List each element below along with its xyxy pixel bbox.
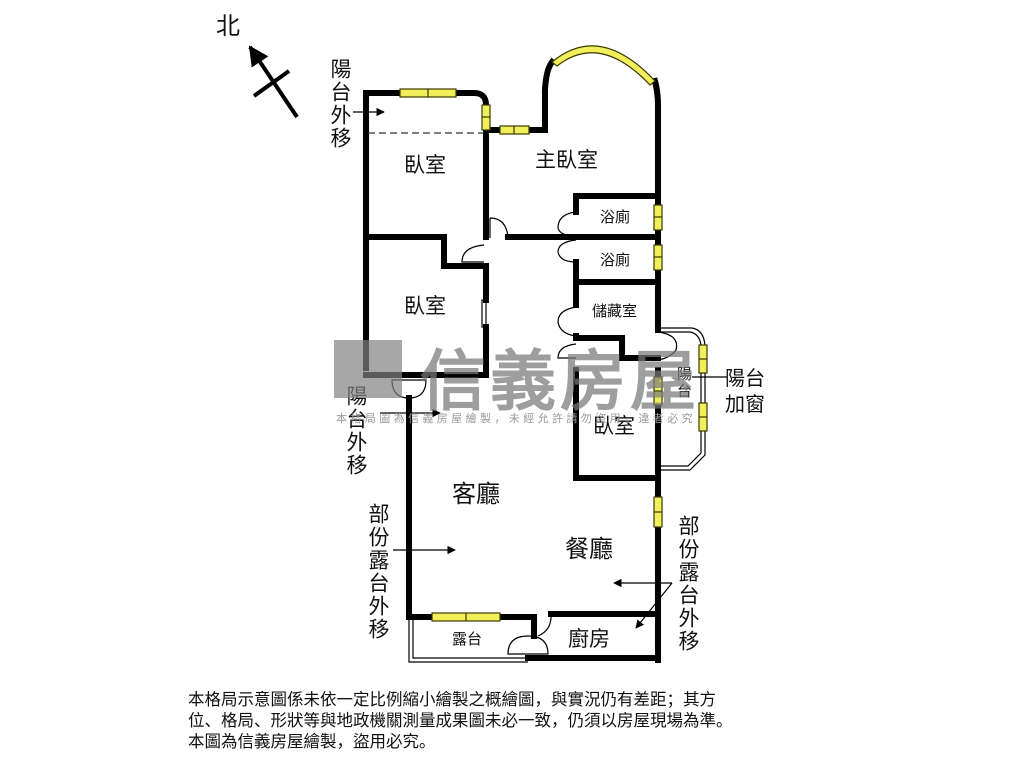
north-compass-icon (248, 45, 299, 119)
door-bedroom-mid (461, 244, 485, 263)
annotation-partial-terrace-right: 部份露台外移 (676, 515, 700, 653)
door-bedroom-top (489, 217, 509, 238)
door-bath-2 (557, 239, 577, 263)
room-label-balcony-small: 陽台 (675, 366, 693, 400)
door-terrace (507, 635, 549, 655)
compass-label: 北 (216, 12, 240, 40)
annotation-balcony-moved-mid: 陽台外移 (344, 385, 368, 477)
room-label-bedroom-mid: 臥室 (404, 294, 446, 318)
walls (363, 57, 661, 663)
brand-logo-watermark-icon (334, 340, 402, 398)
windows (399, 45, 708, 622)
watermark-brand: 信義房屋 (420, 343, 700, 420)
disclaimer: 本格局示意圖係未依一定比例縮小繪製之概繪圖，與實況仍有差距；其方 位、格局、形狀… (188, 689, 848, 752)
annotation-balcony-window-line-2: 加窗 (725, 392, 765, 416)
door-bedroom-right (557, 343, 577, 359)
disclaimer-line-2: 位、格局、形狀等與地政機關測量成果圖未必一致，仍須以房屋現場為準。 (188, 711, 733, 730)
annotation-balcony-window-line-1: 陽台 (725, 366, 765, 390)
annotation-partial-terrace-left: 部份露台外移 (366, 503, 390, 641)
annotation-arrows (353, 107, 727, 629)
annotation-balcony-window-added: 陽台 加窗 (725, 365, 765, 417)
door-storage (557, 306, 577, 337)
disclaimer-line-3: 本圖為信義房屋繪製，盜用必究。 (188, 732, 436, 751)
door-bath-1 (557, 211, 577, 237)
room-label-bathroom-2: 浴廁 (600, 251, 630, 269)
room-label-master-bedroom: 主臥室 (535, 148, 598, 172)
room-label-bedroom-right: 臥室 (593, 414, 635, 438)
window-master-bay (551, 45, 656, 86)
door-balcony (657, 331, 678, 361)
room-label-kitchen: 廚房 (568, 627, 610, 651)
room-label-bedroom-top: 臥室 (404, 153, 446, 177)
annotation-balcony-moved-top: 陽台外移 (328, 58, 352, 150)
room-label-terrace: 露台 (452, 630, 482, 648)
watermark-notice: 本格局圖為信義房屋繪製，未經允許請勿盜用，違者必究 (336, 412, 696, 425)
room-label-storage: 儲藏室 (592, 302, 637, 320)
doors (391, 211, 678, 655)
room-label-dining-room: 餐廳 (565, 535, 613, 563)
room-label-bathroom-1: 浴廁 (600, 208, 630, 226)
door-kitchen-swing (537, 613, 552, 637)
sliding-door-bedroom (481, 299, 487, 328)
room-label-living-room: 客廳 (452, 480, 500, 508)
disclaimer-line-1: 本格局示意圖係未依一定比例縮小繪製之概繪圖，與實況仍有差距；其方 (188, 690, 716, 709)
